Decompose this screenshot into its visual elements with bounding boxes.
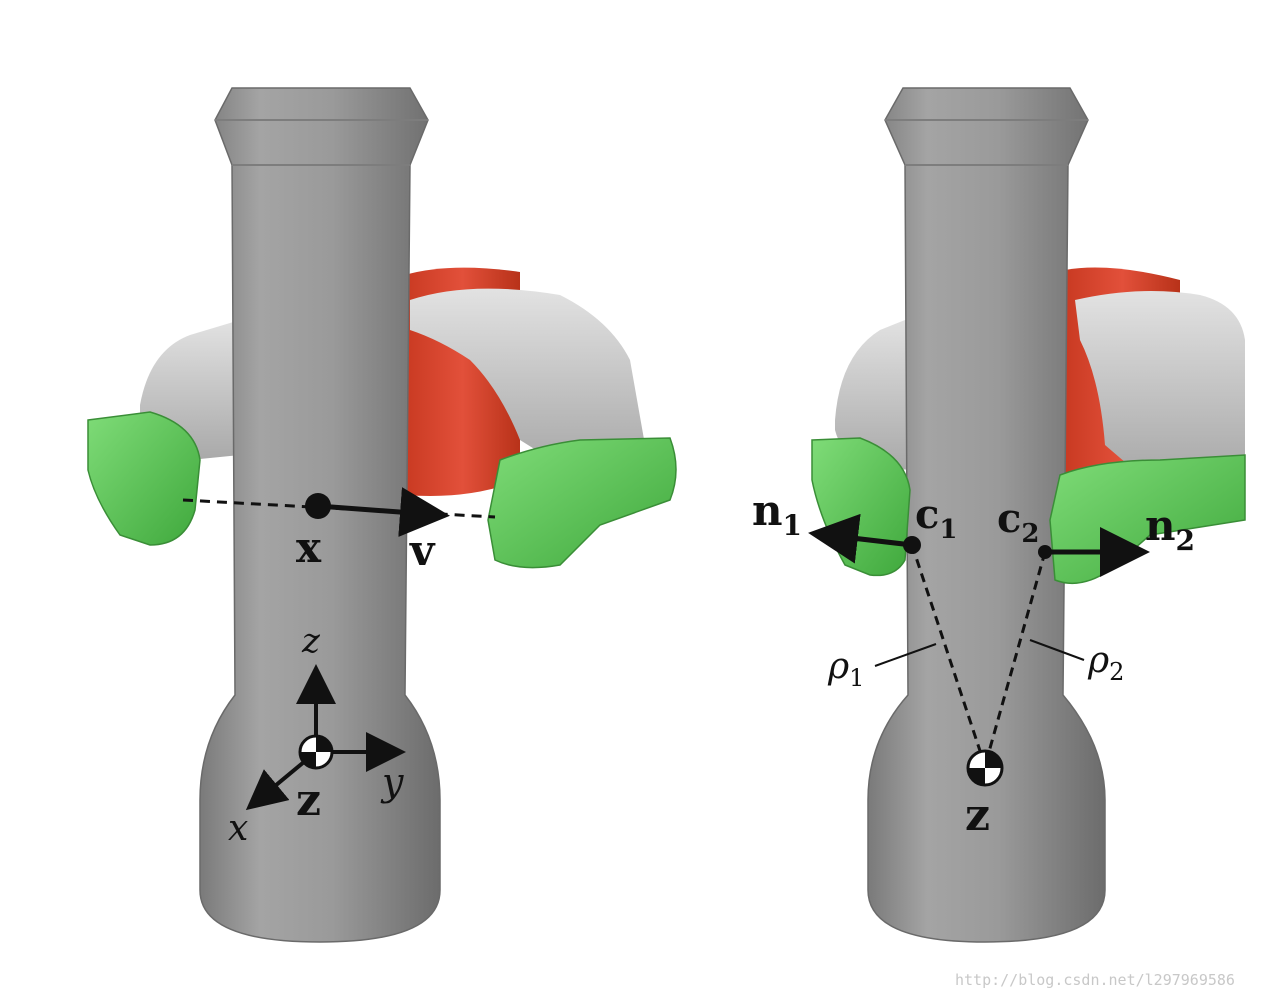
right-grey-finger-right (1075, 291, 1245, 475)
contact-point-c1 (903, 536, 921, 554)
label-c2: c2 (997, 495, 1039, 549)
rho1-line (910, 544, 987, 767)
label-rho1: ρ1 (827, 646, 864, 692)
axis-z-label: z (301, 621, 321, 661)
right-object-body (867, 87, 1106, 943)
label-n2: n2 (1145, 501, 1195, 557)
label-n1: n1 (752, 486, 802, 542)
right-panel: n1 c1 c2 n2 ρ1 ρ2 z (752, 87, 1246, 943)
axis-y-label: y (380, 760, 404, 804)
axis-x-label: x (228, 808, 248, 849)
right-grey-finger-left (835, 318, 910, 470)
rho2-leader (1029, 639, 1085, 661)
label-c1: c1 (915, 491, 957, 545)
watermark: http://blog.csdn.net/l297969586 (955, 971, 1235, 989)
right-label-z: z (965, 790, 990, 841)
rho2-line (983, 551, 1047, 767)
label-rho2: ρ2 (1087, 640, 1124, 686)
left-label-z: z (296, 775, 321, 826)
rho1-leader (874, 643, 937, 667)
left-velocity-arrow (317, 487, 450, 537)
left-label-v: v (409, 526, 436, 575)
right-com-marker (966, 749, 1004, 787)
contact-point-c2 (1038, 545, 1052, 559)
left-panel: x v z y x z (87, 87, 677, 943)
left-green-pad-right (487, 437, 677, 569)
left-point-x (305, 493, 331, 519)
left-label-x: x (296, 523, 322, 572)
left-com-marker (298, 734, 334, 770)
left-grey-finger-right (410, 288, 645, 465)
n1-arrow (808, 513, 913, 564)
left-green-pad-left (87, 411, 201, 546)
